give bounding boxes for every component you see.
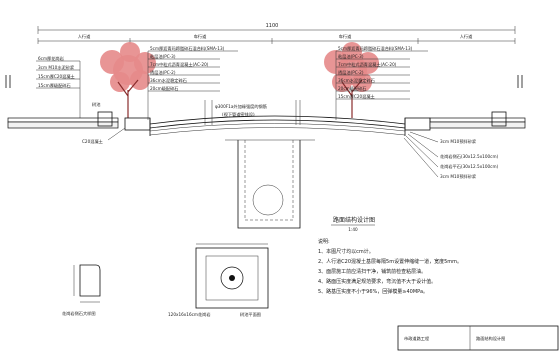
left-tree xyxy=(100,42,156,118)
notes-block: 说明: 1、本图尺寸均以cm计。 2、人行道C20混凝土基层每隔5m设置伸缩缝一… xyxy=(318,238,462,295)
left-sidewalk-label: 人行道 xyxy=(78,33,91,40)
curb-detail-title: 花岗岩侧石大样图 xyxy=(62,310,96,317)
center-left-layer-4: 透层油(PC-2) xyxy=(150,69,176,76)
section-scale: 1:40 xyxy=(348,227,358,232)
underground-pit xyxy=(225,139,315,229)
center-right-layer-3: 7cm中粒式沥青混凝土(AC-20) xyxy=(338,61,397,68)
center-left-layer-3: 7cm中粒式沥青混凝土(AC-20) xyxy=(150,61,209,68)
center-left-layer-5: 36cm水泥稳定碎石 xyxy=(150,77,187,84)
top-dimension: 1100 xyxy=(37,23,516,34)
note-4: 4、路面压实度满足规范要求，弯沉值不大于设计值。 xyxy=(318,278,436,285)
left-layer-4: 15cm厚级配碎石 xyxy=(38,82,71,89)
tree-pit-dim: 120x16x16cm花岗岩 xyxy=(168,311,211,318)
right-sidewalk-structure xyxy=(429,111,526,129)
center-left-layer-1: 5cm厚沥青玛蹄脂碎石混合料(SMA-13) xyxy=(150,45,225,52)
note-1: 1、本图尺寸均以cm计。 xyxy=(318,248,374,255)
center-left-layer-6: 20cm级配碎石 xyxy=(150,85,178,92)
top-dimension-value: 1100 xyxy=(266,23,279,29)
right-label-2: 花岗岩侧石(30x12.5x100cm) xyxy=(440,153,499,160)
title-block-cell-2: 路面结构设计图 xyxy=(476,335,505,342)
section-dimension-row: 人行道 车行道 车行道 人行道 xyxy=(37,33,516,44)
note-2: 2、人行道C20混凝土基层每隔5m设置伸缩缝一道，宽度5mm。 xyxy=(318,258,462,265)
center-right-layer-5: 36cm水泥稳定碎石 xyxy=(338,77,375,84)
c20-label: C20混凝土 xyxy=(82,138,103,145)
left-layer-1: 6cm厚花岗岩 xyxy=(38,55,64,62)
right-tree xyxy=(324,42,379,118)
right-label-4: 3cm M10预拌砂浆 xyxy=(440,173,477,180)
center-right-layer-4: 透层油(PC-2) xyxy=(338,69,364,76)
c20-callout: C20混凝土 xyxy=(82,127,126,145)
center-right-layer-1: 5cm厚沥青玛蹄脂碎石混合料(SMA-13) xyxy=(338,45,413,52)
tree-pit-detail: 120x16x16cm花岗岩 树池平面图 xyxy=(168,243,269,318)
center-left-layer-labels: 5cm厚沥青玛蹄脂碎石混合料(SMA-13) 粘层油(PC-3) 7cm中粒式沥… xyxy=(147,45,238,120)
right-label-1: 3cm M10预拌砂浆 xyxy=(440,138,477,145)
center-note-1: φ300F1a外加缘强度的钢筋 xyxy=(215,103,267,110)
title-block-cell-1: 市政道路工程 xyxy=(404,335,430,342)
left-layer-2: 3cm M10水泥砂浆 xyxy=(38,64,75,71)
left-edge-markers xyxy=(5,75,523,88)
center-annotation: φ300F1a外加缘强度的钢筋 (视下管道密排设) xyxy=(204,100,301,125)
left-sidewalk-structure: 树池 xyxy=(7,101,119,129)
tree-pit-label: 树池 xyxy=(92,101,101,108)
top-left-roadway-label: 车行道 xyxy=(194,33,207,40)
left-layer-labels: 6cm厚花岗岩 3cm M10水泥砂浆 15cm厚C20混凝土 15cm厚级配碎… xyxy=(36,55,81,118)
tree-pit-detail-title: 树池平面图 xyxy=(240,311,261,318)
top-right-roadway-label: 车行道 xyxy=(339,33,352,40)
center-right-layer-7: 15cm厚C20混凝土 xyxy=(338,93,375,100)
center-right-layer-2: 粘层油(PC-3) xyxy=(338,53,364,60)
title-block: 市政道路工程 路面结构设计图 xyxy=(397,325,559,351)
center-right-layer-labels: 5cm厚沥青玛蹄脂碎石混合料(SMA-13) 粘层油(PC-3) 7cm中粒式沥… xyxy=(335,45,428,120)
note-5: 5、路基压实度不小于96%，回弹模量≥40MPa。 xyxy=(318,288,428,295)
center-right-layer-6: 20cm级配碎石 xyxy=(338,85,366,92)
notes-title: 说明: xyxy=(318,238,330,245)
center-note-2: (视下管道密排设) xyxy=(222,111,255,118)
right-sidewalk-label: 人行道 xyxy=(460,33,473,40)
section-title-block: 路面结构设计图 1:40 xyxy=(331,216,375,232)
left-layer-3: 15cm厚C20混凝土 xyxy=(38,73,75,80)
carriageway xyxy=(124,115,431,136)
right-label-3: 花岗岩平石(30x12.5x100cm) xyxy=(440,163,499,170)
curb-detail: 花岗岩侧石大样图 xyxy=(62,264,101,317)
center-left-layer-2: 粘层油(PC-3) xyxy=(150,53,176,60)
section-title: 路面结构设计图 xyxy=(333,216,375,224)
note-3: 3、面层施工前应清扫干净，铺筑前检查粘层油。 xyxy=(318,268,426,275)
right-side-labels: 3cm M10预拌砂浆 花岗岩侧石(30x12.5x100cm) 花岗岩平石(3… xyxy=(403,131,499,180)
